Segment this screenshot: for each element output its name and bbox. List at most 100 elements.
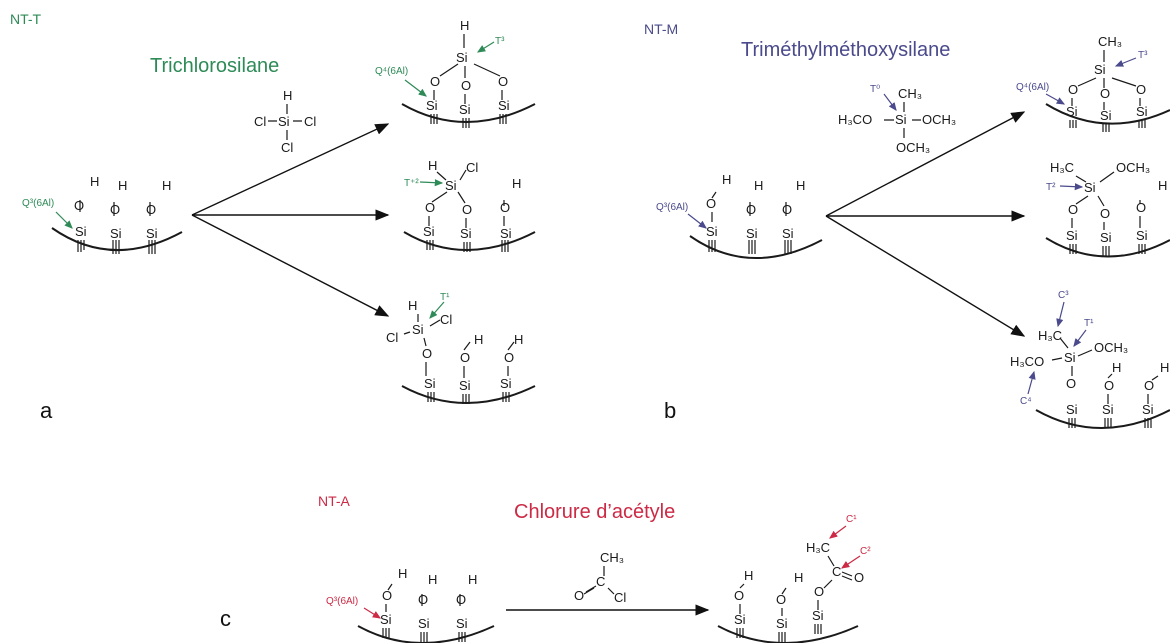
panel-b: NT-M Triméthylméthoxysilane b H O Si H O… xyxy=(644,21,1170,429)
panel-b-product-c3-t1-c4: H₃C OCH₃ H₃CO Si O H O O H Si Si Si C³ T… xyxy=(1010,290,1170,429)
svg-text:C⁴: C⁴ xyxy=(1020,396,1032,407)
svg-text:Si: Si xyxy=(278,114,290,129)
panel-b-reagent-formula: T⁰ CH₃ H₃CO Si OCH₃ OCH₃ xyxy=(838,84,956,155)
panel-b-code: NT-M xyxy=(644,21,678,37)
svg-text:Si: Si xyxy=(1084,180,1096,195)
svg-text:Cl: Cl xyxy=(254,114,266,129)
svg-text:H: H xyxy=(1158,178,1167,193)
svg-text:Si: Si xyxy=(424,376,436,391)
panel-a-reagent-formula: H Cl Si Cl Cl xyxy=(254,88,316,155)
svg-text:Cl: Cl xyxy=(440,312,452,327)
svg-text:O: O xyxy=(854,570,864,585)
svg-text:Q³(6Al): Q³(6Al) xyxy=(326,596,358,607)
panel-a-letter: a xyxy=(40,398,53,423)
svg-text:H₃C: H₃C xyxy=(806,540,830,555)
svg-text:O: O xyxy=(1068,82,1078,97)
panel-c-start-surface: H O Si H O Si H O Si Q³(6Al) xyxy=(326,566,495,643)
svg-text:Cl: Cl xyxy=(304,114,316,129)
svg-text:Q³(6Al): Q³(6Al) xyxy=(656,202,688,213)
svg-text:O: O xyxy=(430,74,440,89)
svg-text:Si: Si xyxy=(1100,230,1112,245)
svg-text:Q⁴(6Al): Q⁴(6Al) xyxy=(1016,82,1049,93)
svg-text:H: H xyxy=(796,178,805,193)
svg-text:Si: Si xyxy=(75,224,87,239)
svg-text:H: H xyxy=(794,570,803,585)
svg-text:H₃C: H₃C xyxy=(1038,328,1062,343)
svg-text:Cl: Cl xyxy=(614,590,626,605)
panel-a-product-t3: H Si O O O Si Si Si Q⁴(6Al) T³ xyxy=(375,18,536,128)
panel-a-reagent-name: Trichlorosilane xyxy=(150,55,279,77)
svg-text:O: O xyxy=(706,196,716,211)
svg-text:H: H xyxy=(118,178,127,193)
svg-text:Cl: Cl xyxy=(281,140,293,155)
svg-text:T¹: T¹ xyxy=(440,292,450,303)
svg-text:H: H xyxy=(514,332,523,347)
svg-text:Si: Si xyxy=(1066,228,1078,243)
svg-text:Cl: Cl xyxy=(386,330,398,345)
svg-text:O: O xyxy=(461,78,471,93)
svg-text:Si: Si xyxy=(706,224,718,239)
svg-text:H: H xyxy=(1112,360,1121,375)
svg-text:H: H xyxy=(283,88,292,103)
svg-text:H: H xyxy=(428,572,437,587)
svg-text:Si: Si xyxy=(746,226,758,241)
svg-text:Si: Si xyxy=(500,226,512,241)
svg-text:Si: Si xyxy=(1066,402,1078,417)
svg-text:Si: Si xyxy=(498,98,510,113)
panel-a: NT-T Trichlorosilane a H O Si H O Si H O… xyxy=(10,11,536,423)
svg-text:H: H xyxy=(460,18,469,33)
svg-text:H: H xyxy=(512,176,521,191)
svg-text:O: O xyxy=(425,200,435,215)
svg-text:O: O xyxy=(110,202,120,217)
panel-b-arrow-top xyxy=(825,111,1026,217)
svg-text:CH₃: CH₃ xyxy=(1098,34,1122,49)
panel-b-arrow-bottom xyxy=(825,215,1026,337)
svg-text:H: H xyxy=(722,172,731,187)
svg-text:H₃C: H₃C xyxy=(1050,160,1074,175)
svg-text:C³: C³ xyxy=(1058,290,1069,301)
panel-a-code: NT-T xyxy=(10,11,42,27)
svg-text:O: O xyxy=(1144,378,1154,393)
svg-text:O: O xyxy=(146,202,156,217)
svg-text:O: O xyxy=(498,74,508,89)
svg-text:H: H xyxy=(474,332,483,347)
svg-text:H₃CO: H₃CO xyxy=(1010,354,1044,369)
svg-text:H: H xyxy=(468,572,477,587)
svg-text:C: C xyxy=(596,574,605,589)
panel-a-q3-label: Q³(6Al) xyxy=(22,198,54,209)
svg-text:O: O xyxy=(1100,86,1110,101)
svg-text:Si: Si xyxy=(1100,108,1112,123)
svg-text:H: H xyxy=(162,178,171,193)
svg-text:Si: Si xyxy=(1102,402,1114,417)
svg-text:H: H xyxy=(744,568,753,583)
svg-text:Si: Si xyxy=(1064,350,1076,365)
svg-text:O: O xyxy=(504,350,514,365)
svg-text:OCH₃: OCH₃ xyxy=(922,112,956,127)
svg-text:Si: Si xyxy=(1094,62,1106,77)
svg-text:O: O xyxy=(74,198,84,213)
svg-text:T²: T² xyxy=(1046,182,1056,193)
panel-c-product: H O Si H O Si H₃C C O O Si C¹ C² xyxy=(717,514,871,643)
panel-b-letter: b xyxy=(664,398,676,423)
svg-text:O: O xyxy=(1100,206,1110,221)
svg-text:Si: Si xyxy=(776,616,788,631)
svg-text:Si: Si xyxy=(418,616,430,631)
svg-text:O: O xyxy=(814,584,824,599)
panel-b-product-t3: CH₃ Si O O O Si Si Si Q⁴(6Al) T³ xyxy=(1016,34,1170,132)
panel-a-product-t1: H Cl Cl Si O H O H O Si Si Si T¹ xyxy=(386,292,536,404)
panel-c: NT-A Chlorure d’acétyle c H O Si H O Si … xyxy=(220,493,871,643)
svg-text:O: O xyxy=(574,588,584,603)
svg-text:Si: Si xyxy=(423,224,435,239)
svg-text:H₃CO: H₃CO xyxy=(838,112,872,127)
svg-text:Si: Si xyxy=(1136,104,1148,119)
svg-text:Si: Si xyxy=(459,102,471,117)
svg-text:C¹: C¹ xyxy=(846,514,857,525)
svg-text:Si: Si xyxy=(445,178,457,193)
svg-text:T¹: T¹ xyxy=(1084,318,1094,329)
svg-text:C²: C² xyxy=(860,546,871,557)
svg-text:Si: Si xyxy=(1066,104,1078,119)
svg-text:O: O xyxy=(782,202,792,217)
svg-text:Cl: Cl xyxy=(466,160,478,175)
panel-c-reagent-name: Chlorure d’acétyle xyxy=(514,501,675,523)
